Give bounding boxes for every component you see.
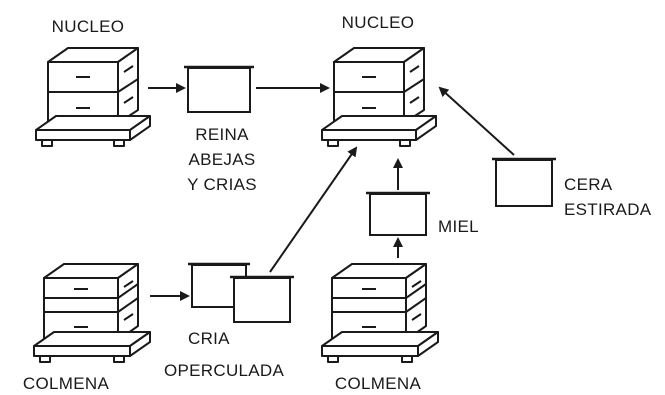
frame-cria-front: [230, 275, 294, 323]
nucleo-right-hive: [321, 47, 437, 147]
label-cria: CRIA: [188, 329, 230, 348]
colmena-left-hive: [33, 263, 151, 363]
label-nucleo-right: NUCLEO: [342, 13, 415, 32]
label-estirada: ESTIRADA: [564, 200, 652, 219]
label-miel: MIEL: [438, 217, 479, 236]
nucleo-left-hive: [35, 47, 151, 147]
frame-reina: [184, 65, 254, 113]
label-operculada: OPERCULADA: [164, 361, 285, 380]
label-cera: CERA: [564, 175, 613, 194]
arrow-cera-to-nucleo: [438, 86, 515, 156]
label-y-crias: Y CRIAS: [187, 175, 257, 194]
label-colmena-left: COLMENA: [23, 374, 110, 393]
label-colmena-right: COLMENA: [335, 374, 422, 393]
frame-cera: [492, 157, 556, 207]
colmena-right-hive: [321, 263, 439, 363]
frame-miel: [366, 191, 430, 236]
label-nucleo-left: NUCLEO: [52, 17, 125, 36]
label-abejas: ABEJAS: [189, 150, 256, 169]
arrow-cria-to-nucleo: [269, 146, 358, 273]
label-reina: REINA: [195, 125, 249, 144]
